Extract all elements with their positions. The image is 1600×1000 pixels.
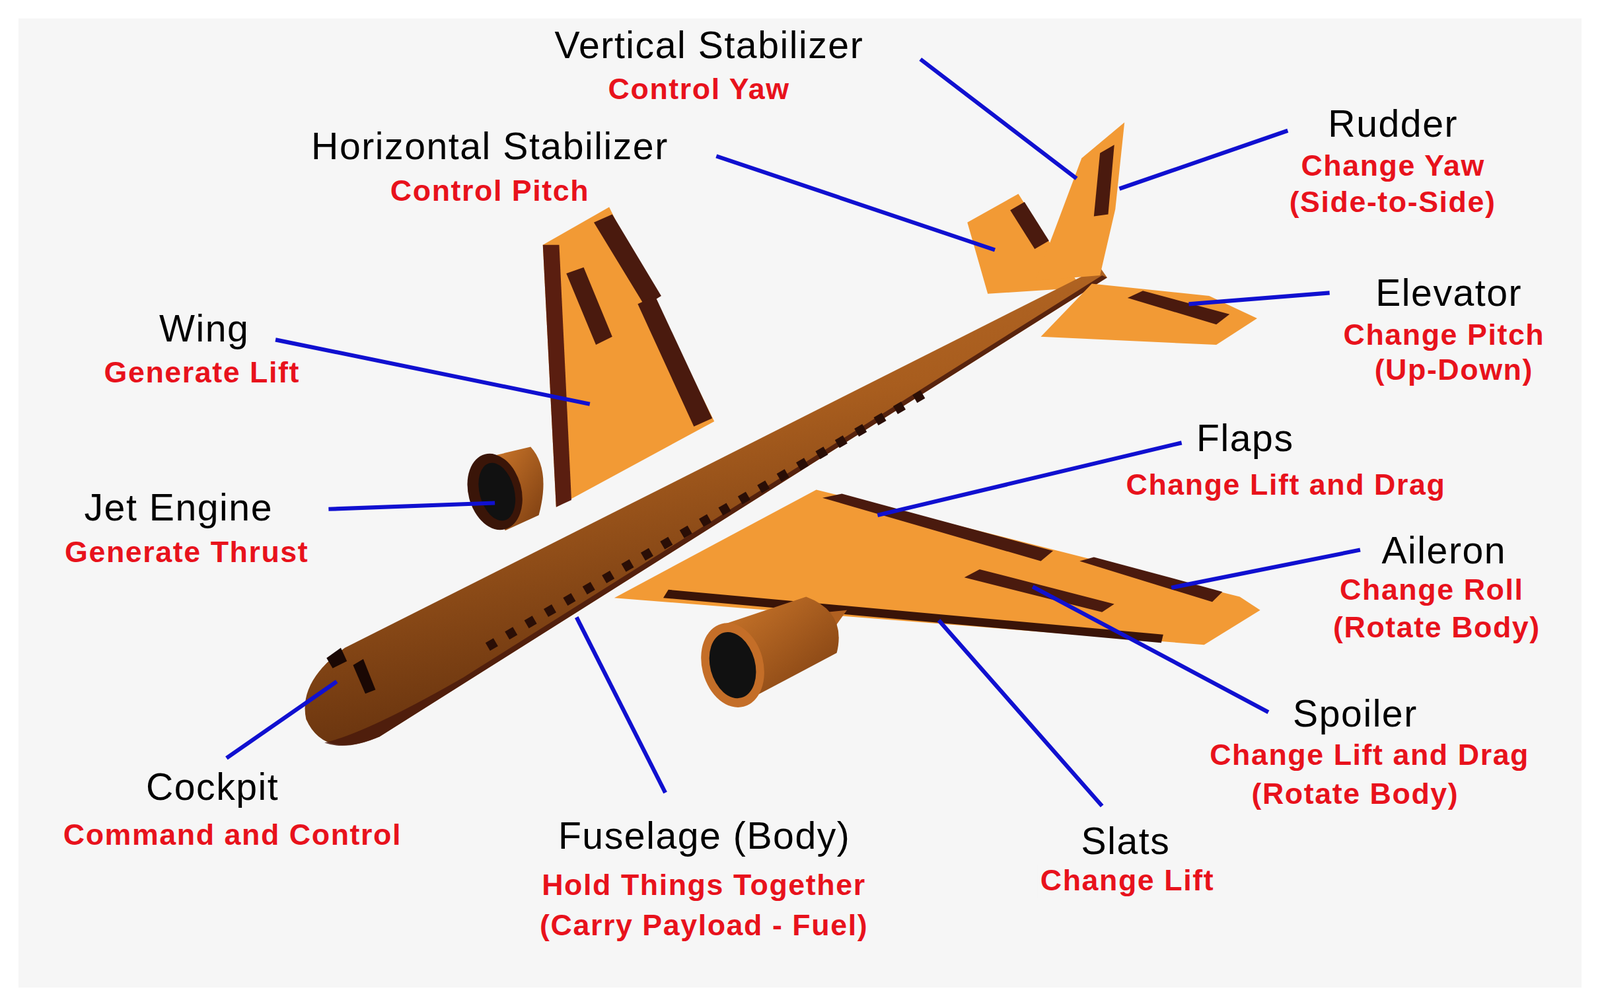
- part-name: Spoiler: [1289, 692, 1421, 737]
- near-stabilizer: [1041, 283, 1258, 345]
- part-function: Generate Thrust: [61, 535, 312, 571]
- part-function: Generate Lift: [101, 356, 304, 391]
- part-name: Jet Engine: [81, 486, 277, 531]
- part-function: Change Roll: [1336, 573, 1527, 608]
- part-function: Change Lift: [1037, 864, 1218, 899]
- part-name: Horizontal Stabilizer: [307, 125, 672, 170]
- far-wing: [543, 207, 715, 508]
- part-function: Change Lift and Drag: [1206, 738, 1533, 773]
- part-function: Change Pitch: [1340, 318, 1548, 353]
- part-name: Aileron: [1378, 529, 1510, 574]
- part-function: Change Lift and Drag: [1123, 468, 1449, 503]
- part-function: (Rotate Body): [1329, 611, 1544, 646]
- part-name: Flaps: [1193, 417, 1297, 462]
- part-name: Rudder: [1325, 103, 1462, 147]
- part-name: Fuselage (Body): [554, 815, 854, 859]
- part-name: Vertical Stabilizer: [551, 24, 867, 69]
- part-name: Cockpit: [142, 766, 283, 810]
- part-function: Hold Things Together: [539, 868, 870, 903]
- vertical-stabilizer: [1035, 122, 1125, 281]
- part-function: (Rotate Body): [1248, 777, 1462, 812]
- part-function: Command and Control: [60, 818, 405, 853]
- part-function: (Up-Down): [1371, 352, 1537, 388]
- part-function: (Side-to-Side): [1286, 185, 1499, 220]
- part-function: Change Yaw: [1298, 149, 1489, 184]
- part-function: Control Pitch: [387, 174, 593, 209]
- part-name: Slats: [1078, 820, 1174, 865]
- near-wing: [614, 489, 1261, 645]
- part-name: Wing: [155, 307, 253, 352]
- part-function: Control Yaw: [605, 72, 793, 108]
- leader-lines: [226, 59, 1361, 807]
- part-name: Elevator: [1372, 272, 1526, 316]
- part-function: (Carry Payload - Fuel): [536, 909, 871, 944]
